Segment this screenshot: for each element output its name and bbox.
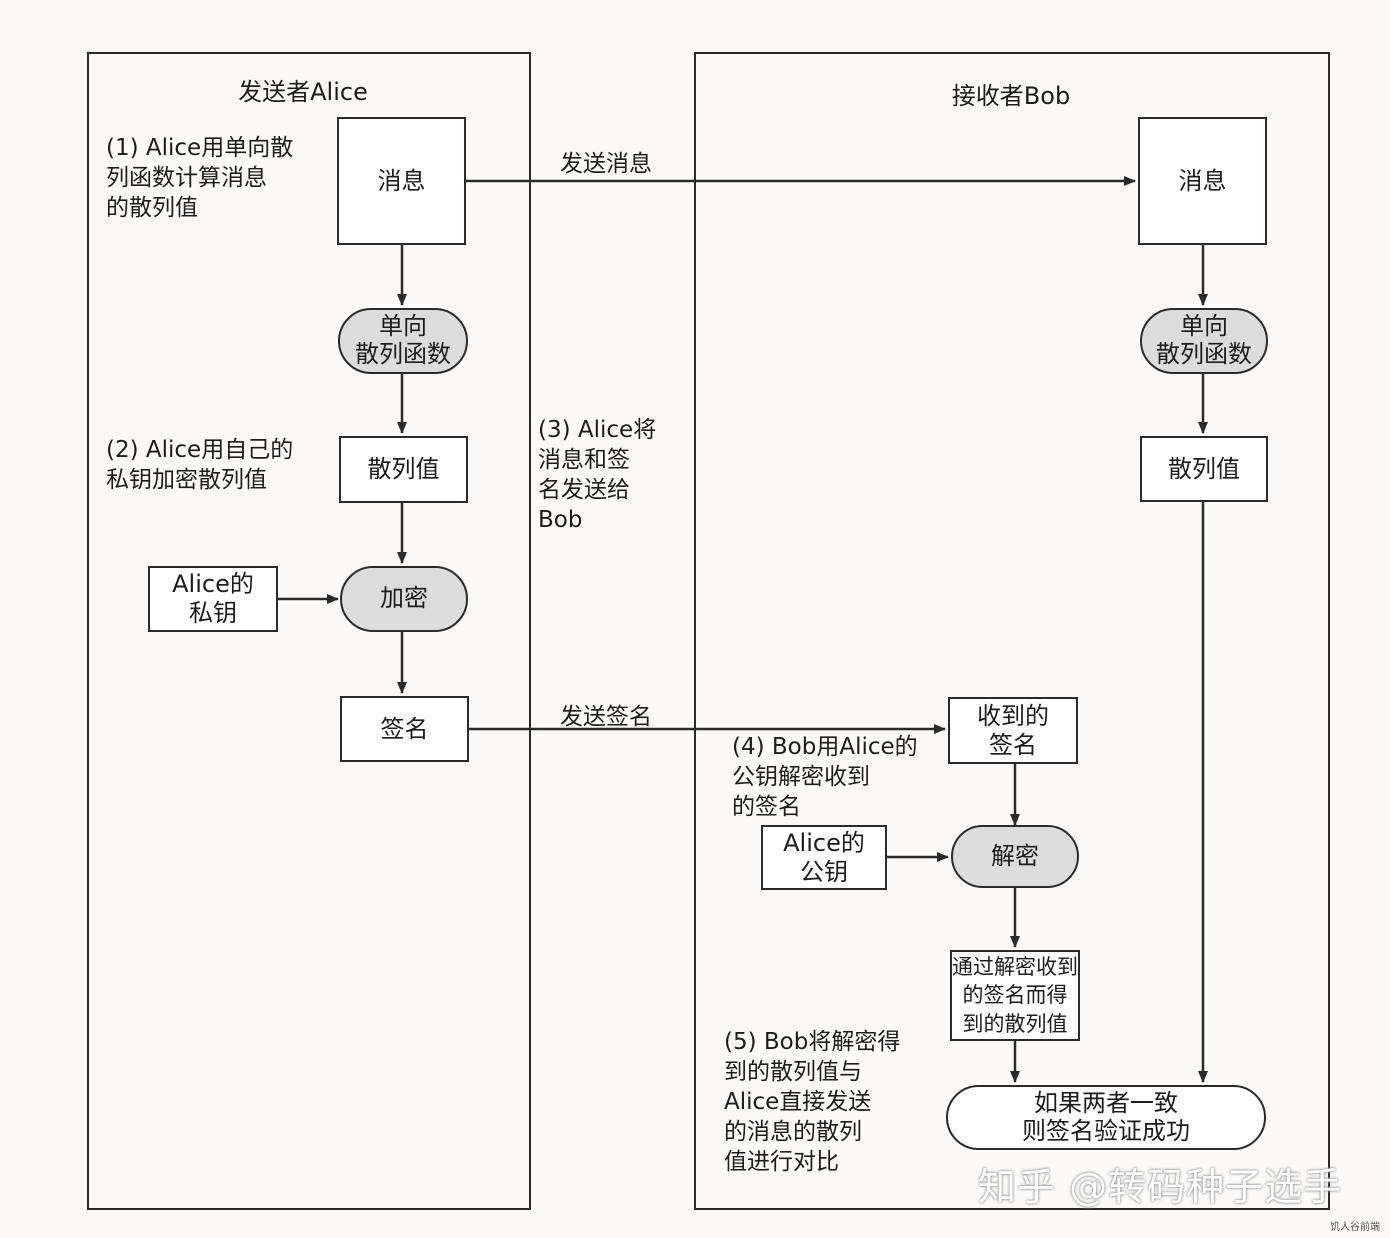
zhihu-watermark: 知乎 @转码种子选手 bbox=[978, 1165, 1343, 1209]
bob-compare-node: 如果两者一致 则签名验证成功 bbox=[946, 1085, 1266, 1150]
send-message-label: 发送消息 bbox=[560, 151, 652, 177]
alice-hash-function-label: 单向 散列函数 bbox=[355, 312, 451, 368]
bob-hash-function-label: 单向 散列函数 bbox=[1156, 312, 1252, 368]
step5-note: (5) Bob将解密得 到的散列值与 Alice直接发送 的消息的散列 值进行对… bbox=[724, 1029, 901, 1175]
bob-alice-public-key-box: Alice的 公钥 bbox=[761, 825, 887, 890]
small-watermark: 饥人谷前端 bbox=[1330, 1222, 1380, 1233]
step1-note: (1) Alice用单向散 列函数计算消息 的散列值 bbox=[106, 135, 294, 221]
alice-private-key-label: Alice的 私钥 bbox=[172, 570, 254, 627]
alice-private-key-box: Alice的 私钥 bbox=[148, 566, 278, 632]
bob-received-signature-box: 收到的 签名 bbox=[948, 697, 1078, 764]
step3-note: (3) Alice将 消息和签 名发送给 Bob bbox=[538, 417, 657, 533]
bob-compare-label: 如果两者一致 则签名验证成功 bbox=[1022, 1088, 1190, 1145]
bob-message-box: 消息 bbox=[1138, 117, 1267, 245]
send-signature-label: 发送签名 bbox=[560, 704, 652, 730]
bob-decrypt-label: 解密 bbox=[991, 841, 1039, 870]
bob-alice-public-key-label: Alice的 公钥 bbox=[783, 828, 865, 886]
receiver-lane-title: 接收者Bob bbox=[951, 82, 1071, 110]
bob-decrypt-node: 解密 bbox=[951, 825, 1079, 888]
bob-hash-value-label: 散列值 bbox=[1168, 454, 1240, 483]
alice-hash-function-node: 单向 散列函数 bbox=[338, 308, 468, 374]
alice-signature-label: 签名 bbox=[380, 714, 429, 743]
alice-hash-value-label: 散列值 bbox=[367, 455, 440, 484]
alice-message-label: 消息 bbox=[377, 166, 426, 195]
alice-encrypt-label: 加密 bbox=[380, 584, 428, 613]
bob-received-signature-label: 收到的 签名 bbox=[977, 701, 1049, 759]
step2-note: (2) Alice用自己的 私钥加密散列值 bbox=[106, 437, 294, 493]
alice-hash-value-box: 散列值 bbox=[339, 436, 468, 503]
bob-hash-value-box: 散列值 bbox=[1140, 436, 1268, 502]
bob-decrypted-hash-label: 通过解密收到 的签名而得 到的散列值 bbox=[952, 954, 1078, 1036]
alice-signature-box: 签名 bbox=[340, 696, 469, 762]
bob-message-label: 消息 bbox=[1178, 166, 1227, 195]
sender-lane-title: 发送者Alice bbox=[238, 78, 368, 106]
alice-encrypt-node: 加密 bbox=[340, 566, 468, 632]
bob-decrypted-hash-box: 通过解密收到 的签名而得 到的散列值 bbox=[950, 950, 1080, 1041]
alice-message-box: 消息 bbox=[337, 117, 466, 245]
step4-note: (4) Bob用Alice的 公钥解密收到 的签名 bbox=[732, 734, 918, 820]
bob-hash-function-node: 单向 散列函数 bbox=[1140, 308, 1268, 374]
